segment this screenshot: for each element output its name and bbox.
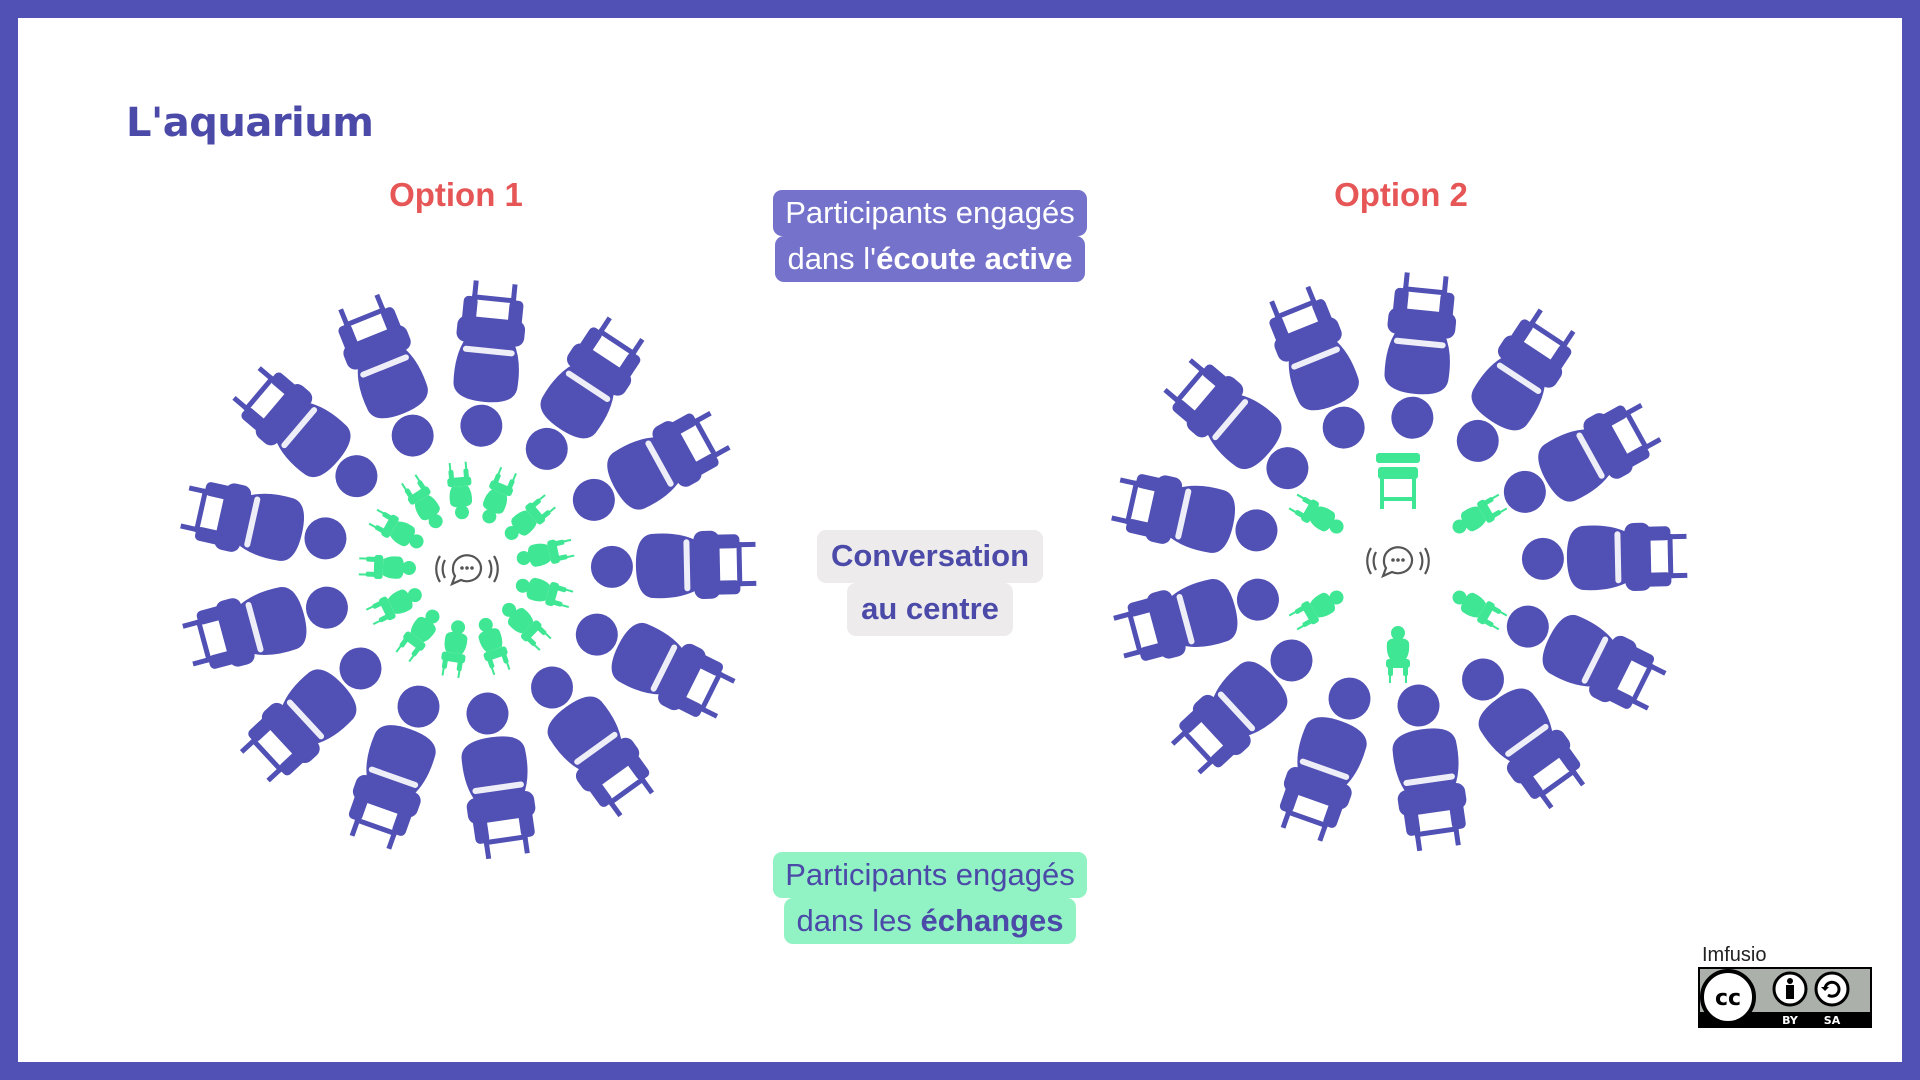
license-by: BY (1782, 1014, 1799, 1027)
inner-participant (438, 618, 472, 679)
credit-author: Imfusio (1702, 944, 1767, 966)
empty-chair (1376, 453, 1420, 509)
option-2-label: Option 2 (1334, 176, 1468, 213)
label-line: au centre (847, 583, 1013, 636)
inner-participant (358, 554, 417, 581)
label-emphasis: écoute active (876, 241, 1073, 276)
conversation-speech-icon (435, 554, 499, 586)
outer-participant (450, 687, 542, 861)
label-text: dans l' (787, 241, 877, 276)
outer-participant (338, 675, 458, 854)
license-sa: SA (1824, 1014, 1841, 1027)
label-line: Participants engagés (773, 190, 1087, 236)
inner-participant (495, 596, 554, 654)
inner-participant (1287, 491, 1349, 541)
outer-participant (445, 279, 530, 450)
label-line: dans les échanges (784, 898, 1076, 944)
inner-participant (498, 491, 558, 547)
outer-participant (1108, 465, 1285, 569)
outer-participant (1110, 561, 1288, 670)
inner-participant (1287, 583, 1349, 633)
label-line: dans l'écoute active (775, 236, 1085, 282)
label-line: Conversation (816, 530, 1044, 583)
label-line: Participants engagés (773, 852, 1087, 898)
page-title: L'aquarium (126, 100, 374, 146)
inner-participant (1447, 491, 1509, 541)
outer-participant (1269, 667, 1389, 846)
outer-participant (179, 569, 357, 678)
inner-participant (1447, 583, 1509, 633)
creative-commons-by-sa-icon: cc BY SA (1698, 967, 1872, 1028)
inner-participant (445, 461, 475, 521)
label-text: dans les (796, 903, 921, 938)
label-exchanges: Participants engagés dans les échanges (740, 852, 1120, 944)
inner-participant (512, 572, 575, 611)
outer-participant (1376, 271, 1461, 442)
inner-participant (1386, 626, 1410, 683)
label-emphasis: échanges (920, 903, 1064, 938)
outer-participant (177, 473, 354, 577)
label-active-listening: Participants engagés dans l'écoute activ… (740, 190, 1120, 282)
inner-participant (514, 535, 576, 572)
outer-participant (1381, 679, 1473, 853)
option-1-label: Option 1 (389, 176, 523, 213)
label-conversation-center: Conversation au centre (800, 530, 1060, 636)
svg-text:cc: cc (1715, 986, 1741, 1011)
inner-participant (472, 614, 514, 677)
outer-participant (590, 529, 757, 602)
conversation-speech-icon (1366, 546, 1430, 578)
outer-participant (1521, 521, 1688, 594)
